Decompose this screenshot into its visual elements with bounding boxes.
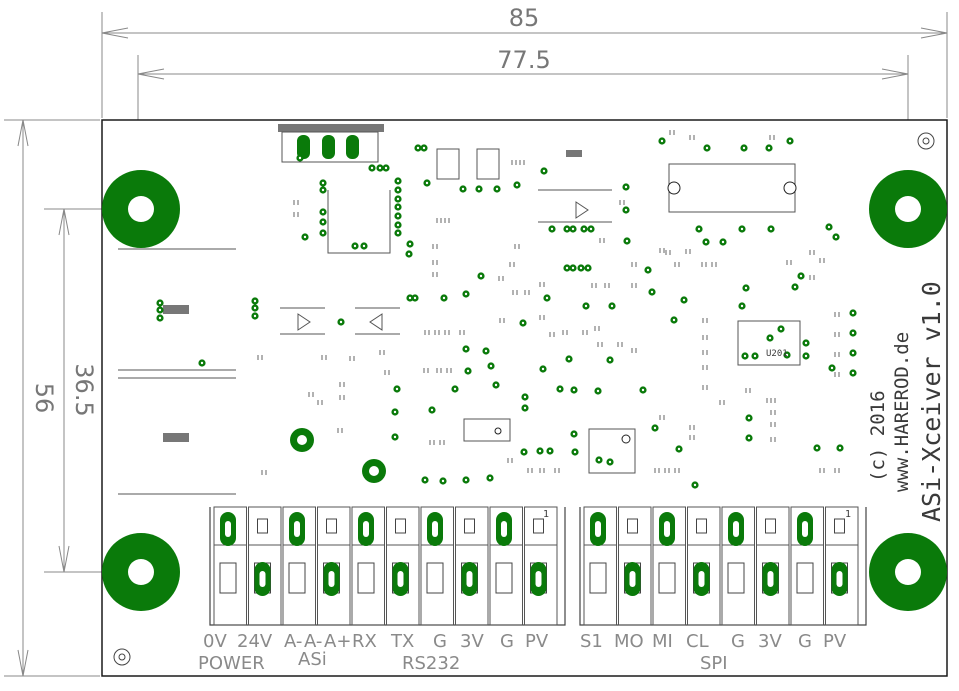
pin-label: PV <box>525 631 549 652</box>
large-vias <box>290 428 386 483</box>
pin-labels: 0V 24V A- A- A+ RX TX G 3V G PV S1 MO MI… <box>198 631 847 674</box>
pin-label: PV <box>823 631 847 652</box>
mounting-holes <box>102 170 947 611</box>
terminal-block-right <box>579 506 867 626</box>
pin-label: 3V <box>758 631 782 652</box>
pin-label: CL <box>686 631 709 652</box>
dim-height-inner: 36.5 <box>70 363 98 416</box>
pin-label: A- <box>284 631 302 652</box>
top-header <box>278 124 384 163</box>
dim-width-outer: 85 <box>509 4 540 32</box>
dimension-lines <box>4 12 948 677</box>
fiducial-marks <box>113 132 935 666</box>
pin-label: TX <box>390 631 414 652</box>
pin-label: S1 <box>580 631 603 652</box>
silk-ic-label: U201 <box>766 349 788 359</box>
pin-label: 0V <box>203 631 227 652</box>
pin-label: G <box>798 631 812 652</box>
dim-width-inner: 77.5 <box>497 46 550 74</box>
silk-website: www.HAREROD.de <box>891 332 913 492</box>
pin-label: MO <box>614 631 644 652</box>
silk-copyright: (c) 2016 <box>867 390 889 482</box>
pin1-marker-left: 1 <box>543 509 549 520</box>
pin-label: A- <box>304 631 322 652</box>
smd-marks <box>257 130 840 475</box>
silk-product: ASi-Xceiver v1.0 <box>917 281 946 522</box>
group-label-rs232: RS232 <box>402 653 460 674</box>
pin-label: A+ <box>324 631 351 652</box>
via-field <box>156 137 857 489</box>
pin-label: 3V <box>460 631 484 652</box>
pin-label: 24V <box>237 631 273 652</box>
terminal-block-left <box>209 506 566 626</box>
smd-pads <box>163 150 582 442</box>
pin-label: G <box>500 631 514 652</box>
dim-height-outer: 56 <box>30 383 58 414</box>
pin-label: MI <box>652 631 673 652</box>
pin-label: G <box>433 631 447 652</box>
group-label-spi: SPI <box>700 653 728 674</box>
pin-label: G <box>731 631 745 652</box>
ic-notch-circles <box>494 181 797 444</box>
group-label-power: POWER <box>198 653 265 674</box>
pin1-marker-right: 1 <box>845 509 851 520</box>
group-label-asi: ASi <box>298 649 327 670</box>
pin-label: RX <box>352 631 377 652</box>
